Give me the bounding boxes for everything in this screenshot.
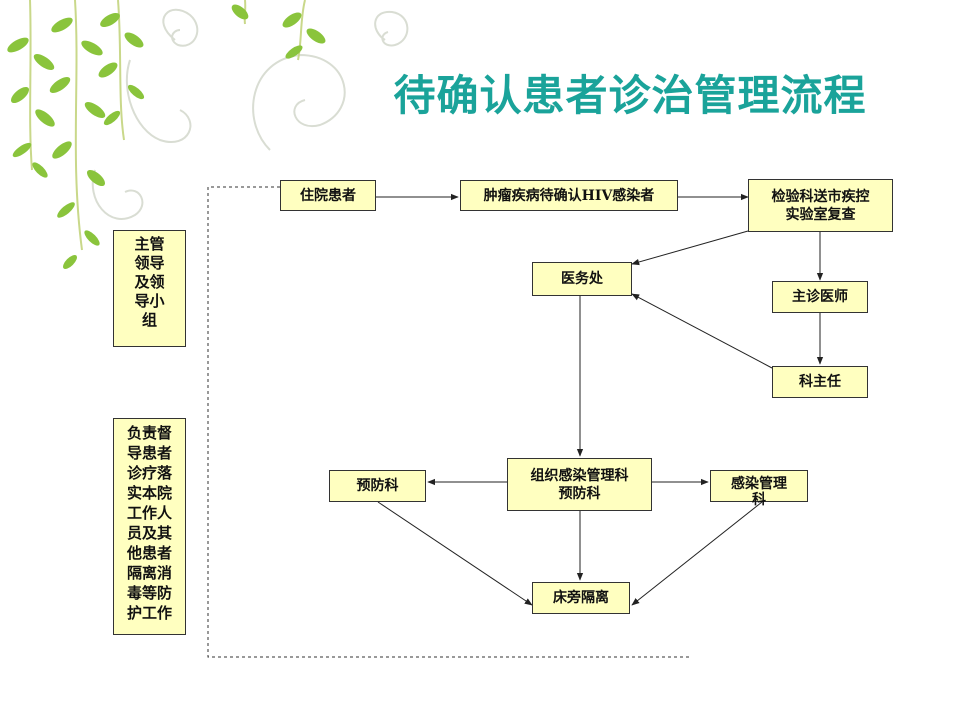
arrow-lab-to-medical-affairs <box>631 230 749 266</box>
node-inpatient: 住院患者 <box>280 180 376 211</box>
arrow-infection-dept-to-isolation <box>631 501 763 606</box>
node-lab-recheck: 检验科送市疾控 实验室复查 <box>748 179 893 232</box>
node-leadership-group: 主管 领导 及领 导小 组 <box>113 230 186 347</box>
arrow-director-to-medical-affairs <box>631 293 773 369</box>
node-infection-mgmt-group: 组织感染管理科 预防科 <box>507 458 652 511</box>
leaf-icons <box>7 4 326 269</box>
node-pending-hiv: 肿瘤疾病待确认HIV感染者 <box>460 180 678 211</box>
node-dept-director: 科主任 <box>772 366 868 398</box>
node-medical-affairs: 医务处 <box>532 262 632 296</box>
node-bedside-isolation: 床旁隔离 <box>532 582 630 614</box>
node-infection-mgmt-dept: 感染管理 科 <box>710 470 808 508</box>
arrow-prevention-to-isolation <box>377 501 533 606</box>
dashed-boundary <box>207 186 690 658</box>
vine-stems <box>29 0 306 251</box>
page-title: 待确认患者诊治管理流程 <box>393 71 867 120</box>
swirl-ornaments <box>91 8 409 220</box>
node-responsibilities: 负责督 导患者 诊疗落 实本院 工作人 员及其 他患者 隔离消 毒等防 护工作 <box>113 418 186 635</box>
node-prevention-dept: 预防科 <box>329 470 426 502</box>
node-attending-doctor: 主诊医师 <box>772 281 868 313</box>
